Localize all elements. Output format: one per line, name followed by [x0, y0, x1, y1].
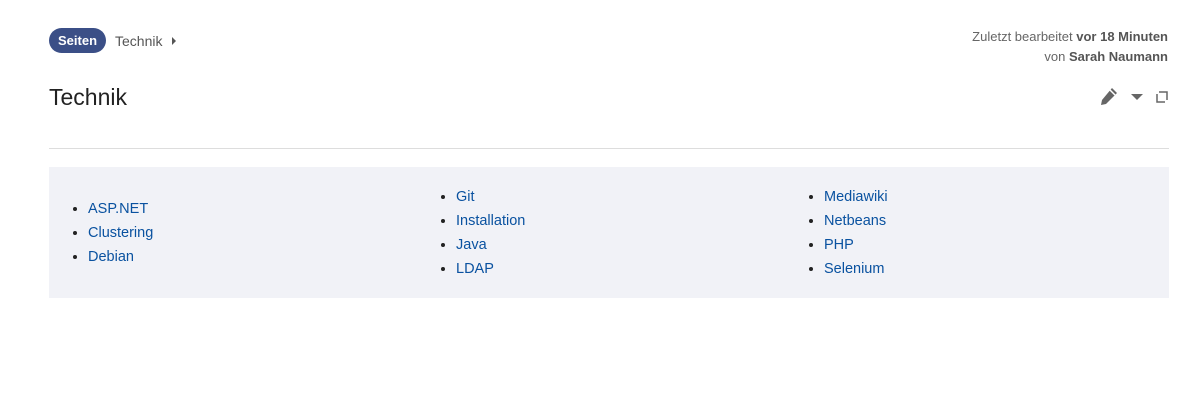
list-item: ASP.NET	[88, 197, 417, 221]
list-item: Netbeans	[824, 209, 1153, 233]
divider	[49, 148, 1169, 149]
edited-by-label: von	[1044, 49, 1066, 64]
edited-author[interactable]: Sarah Naumann	[1069, 49, 1168, 64]
link[interactable]: Installation	[456, 212, 526, 229]
list-item: Selenium	[824, 257, 1153, 281]
page-toolbar	[1097, 86, 1169, 108]
pencil-icon[interactable]	[1097, 86, 1119, 108]
list-item: Clustering	[88, 221, 417, 245]
edited-prefix: Zuletzt bearbeitet	[972, 29, 1073, 44]
column-2: Git Installation Java LDAP	[417, 185, 785, 281]
edited-time: vor 18 Minuten	[1076, 29, 1168, 44]
link[interactable]: Selenium	[824, 260, 885, 277]
link[interactable]: Git	[456, 188, 475, 205]
page-title: Technik	[49, 84, 127, 110]
list-item: Installation	[456, 209, 785, 233]
link[interactable]: Java	[456, 236, 487, 253]
column-3: Mediawiki Netbeans PHP Selenium	[785, 185, 1153, 281]
column-1: ASP.NET Clustering Debian	[49, 197, 417, 269]
list-item: Mediawiki	[824, 185, 1153, 209]
category-panel: ASP.NET Clustering Debian Git Installati…	[49, 167, 1169, 298]
link[interactable]: PHP	[824, 236, 854, 253]
expand-icon[interactable]	[1155, 90, 1169, 104]
list-item: LDAP	[456, 257, 785, 281]
breadcrumb: Seiten Technik	[49, 28, 177, 53]
chevron-down-icon[interactable]	[1131, 93, 1143, 101]
link[interactable]: ASP.NET	[88, 200, 149, 217]
link[interactable]: Netbeans	[824, 212, 887, 229]
list-item: Java	[456, 233, 785, 257]
link[interactable]: Clustering	[88, 224, 154, 241]
breadcrumb-root[interactable]: Seiten	[49, 28, 107, 53]
list-item: Debian	[88, 245, 417, 269]
link[interactable]: Debian	[88, 248, 134, 265]
list-item: Git	[456, 185, 785, 209]
link[interactable]: Mediawiki	[824, 188, 888, 205]
list-item: PHP	[824, 233, 1153, 257]
breadcrumb-current[interactable]: Technik	[115, 32, 163, 49]
last-edited-info: Zuletzt bearbeitet vor 18 Minuten von Sa…	[972, 27, 1168, 67]
link[interactable]: LDAP	[456, 260, 494, 277]
caret-right-icon[interactable]	[172, 36, 177, 45]
